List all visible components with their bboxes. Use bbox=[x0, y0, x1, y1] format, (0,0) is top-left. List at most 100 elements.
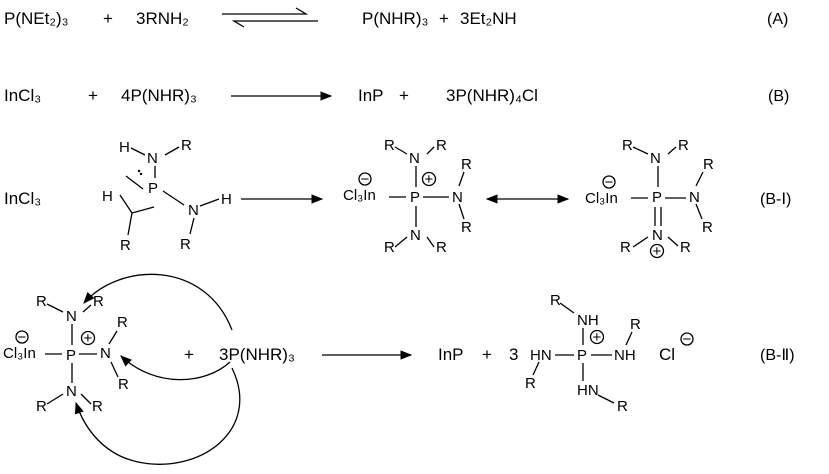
mol3-n-right: N bbox=[689, 189, 700, 206]
eq-bi-reactant: InCl₃ bbox=[4, 189, 41, 208]
eq-b-reactant-2: 4P(NHR)₃ bbox=[121, 86, 197, 105]
reverse-half-arrow bbox=[231, 20, 318, 28]
mol1-p: P bbox=[148, 180, 158, 197]
mol3-incl3: Cl₃In bbox=[585, 190, 618, 207]
bii-p: P bbox=[66, 347, 76, 364]
bii-anion-charge: − bbox=[683, 331, 692, 348]
bii-n-bottom: N bbox=[66, 383, 77, 400]
molecule-resonance-form: R N R R − Cl₃In P N R N R + R bbox=[585, 137, 714, 260]
mol3-minus-circle bbox=[602, 175, 616, 189]
anion-minus-circle bbox=[680, 332, 694, 346]
mol3-plus-circle bbox=[649, 243, 665, 259]
eq-a-label: (A) bbox=[767, 11, 788, 28]
prod-plus-circle bbox=[589, 329, 605, 345]
mol2-n-top: N bbox=[409, 150, 420, 167]
equilibrium-arrow bbox=[222, 7, 318, 28]
mol2-incl3: Cl₃In bbox=[343, 187, 376, 204]
eq-b-reactant-1: InCl₃ bbox=[4, 86, 41, 105]
prod-hn-bottom: HN bbox=[577, 382, 599, 399]
equation-b: InCl₃ + 4P(NHR)₃ InP + 3P(NHR)₄Cl (B) bbox=[4, 86, 789, 105]
mol2-r-right-bottom: R bbox=[461, 219, 472, 236]
prod-bonds bbox=[532, 302, 633, 404]
prod-plus: + bbox=[593, 329, 602, 346]
bii-plus-1: + bbox=[184, 345, 194, 364]
mol1-h1: H bbox=[119, 139, 130, 156]
bii-plus: + bbox=[84, 330, 93, 347]
prod-nh-top: NH bbox=[577, 312, 599, 329]
mol3-bonds bbox=[631, 146, 704, 248]
mol2-bonds bbox=[389, 146, 465, 248]
mol3-minus: − bbox=[605, 174, 614, 191]
eq-a-product-1: P(NHR)₃ bbox=[362, 9, 428, 28]
mol2-r-bottom-left: R bbox=[384, 239, 395, 256]
mol2-plus-circle bbox=[421, 171, 437, 187]
mol1-n1: N bbox=[147, 150, 158, 167]
mol1-lone-pair-dot bbox=[139, 172, 143, 176]
molecule-complex-b-ii: R N R − Cl₃In + R P N R N R R bbox=[3, 293, 129, 415]
mol2-n-right: N bbox=[452, 189, 463, 206]
mol1-n2: N bbox=[188, 202, 199, 219]
mol2-r-top-right: R bbox=[436, 137, 447, 154]
bii-minus-circle bbox=[15, 330, 29, 344]
equation-b-i: InCl₃ H N R P H N H R R R N R − Cl₃In P bbox=[4, 137, 791, 260]
molecule-phosphonium-cation: R NH R HN P + NH R HN R bbox=[525, 292, 641, 415]
bii-incl3: Cl₃In bbox=[3, 345, 36, 362]
molecule-phosphonium-complex: R N R − Cl₃In P + N R R N R R bbox=[343, 137, 472, 256]
mol3-r-top-right: R bbox=[678, 137, 689, 154]
bii-r-top-right: R bbox=[93, 293, 104, 310]
mol1-r2: R bbox=[120, 237, 131, 254]
mol1-h3: H bbox=[221, 191, 232, 208]
mol1-r1: R bbox=[181, 137, 192, 154]
prod-r-right: R bbox=[630, 316, 641, 333]
mol3-p: P bbox=[652, 189, 662, 206]
eq-b-label: (B) bbox=[768, 88, 789, 105]
mol2-r-top-left: R bbox=[384, 137, 395, 154]
bii-r-bottom-right: R bbox=[92, 398, 103, 415]
bii-coefficient: 3 bbox=[509, 345, 518, 364]
bii-reactant-2: 3P(NHR)₃ bbox=[219, 345, 295, 364]
mol1-h2: H bbox=[102, 188, 113, 205]
attack-arrow-top bbox=[83, 273, 233, 331]
attack-arrow-bottom bbox=[74, 367, 241, 465]
prod-nh-right: NH bbox=[614, 347, 636, 364]
eq-b-plus-2: + bbox=[399, 86, 409, 105]
eq-a-reactant-1: P(NEt₂)₃ bbox=[4, 9, 69, 28]
mol3-r-bottom-left: R bbox=[620, 239, 631, 256]
bii-r-right-top: R bbox=[117, 314, 128, 331]
eq-a-reactant-2: 3RNH₂ bbox=[136, 9, 189, 28]
mol2-r-right-top: R bbox=[461, 156, 472, 173]
mol2-n-bottom: N bbox=[410, 227, 421, 244]
prod-hn-left: HN bbox=[530, 347, 552, 364]
mol2-minus: − bbox=[361, 171, 370, 188]
eq-a-plus-1: + bbox=[103, 9, 113, 28]
eq-bi-label: (B-Ⅰ) bbox=[760, 191, 791, 208]
eq-a-product-2: 3Et₂NH bbox=[460, 9, 517, 28]
eq-b-plus-1: + bbox=[88, 86, 98, 105]
mol2-r-bottom-right: R bbox=[436, 239, 447, 256]
bii-plus-circle bbox=[80, 330, 96, 346]
bii-bonds bbox=[45, 303, 119, 405]
bii-r-top-left: R bbox=[36, 293, 47, 310]
mol3-n-top: N bbox=[650, 150, 661, 167]
mol3-r-right-bottom: R bbox=[702, 219, 713, 236]
mol3-plus: + bbox=[653, 243, 662, 260]
bii-r-right-bottom: R bbox=[118, 376, 129, 393]
mol2-minus-circle bbox=[358, 172, 372, 186]
bii-minus: − bbox=[18, 329, 27, 346]
mol2-p: P bbox=[410, 189, 420, 206]
equation-b-ii: R N R − Cl₃In + R P N R N R R + 3P(NHR)₃… bbox=[3, 273, 795, 465]
mol2-plus: + bbox=[425, 171, 434, 188]
bii-n-top: N bbox=[66, 308, 77, 325]
bii-r-bottom-left: R bbox=[36, 398, 47, 415]
prod-r-top: R bbox=[550, 292, 561, 309]
eq-a-plus-2: + bbox=[439, 9, 449, 28]
eq-b-product-2: 3P(NHR)₄Cl bbox=[446, 86, 538, 105]
prod-r-left: R bbox=[525, 375, 536, 392]
prod-r-bottom: R bbox=[617, 398, 628, 415]
prod-p: P bbox=[577, 347, 587, 364]
mol3-r-bottom-right: R bbox=[680, 239, 691, 256]
equation-a: P(NEt₂)₃ + 3RNH₂ P(NHR)₃ + 3Et₂NH (A) bbox=[4, 7, 788, 28]
attack-arrow-middle bbox=[120, 355, 231, 381]
